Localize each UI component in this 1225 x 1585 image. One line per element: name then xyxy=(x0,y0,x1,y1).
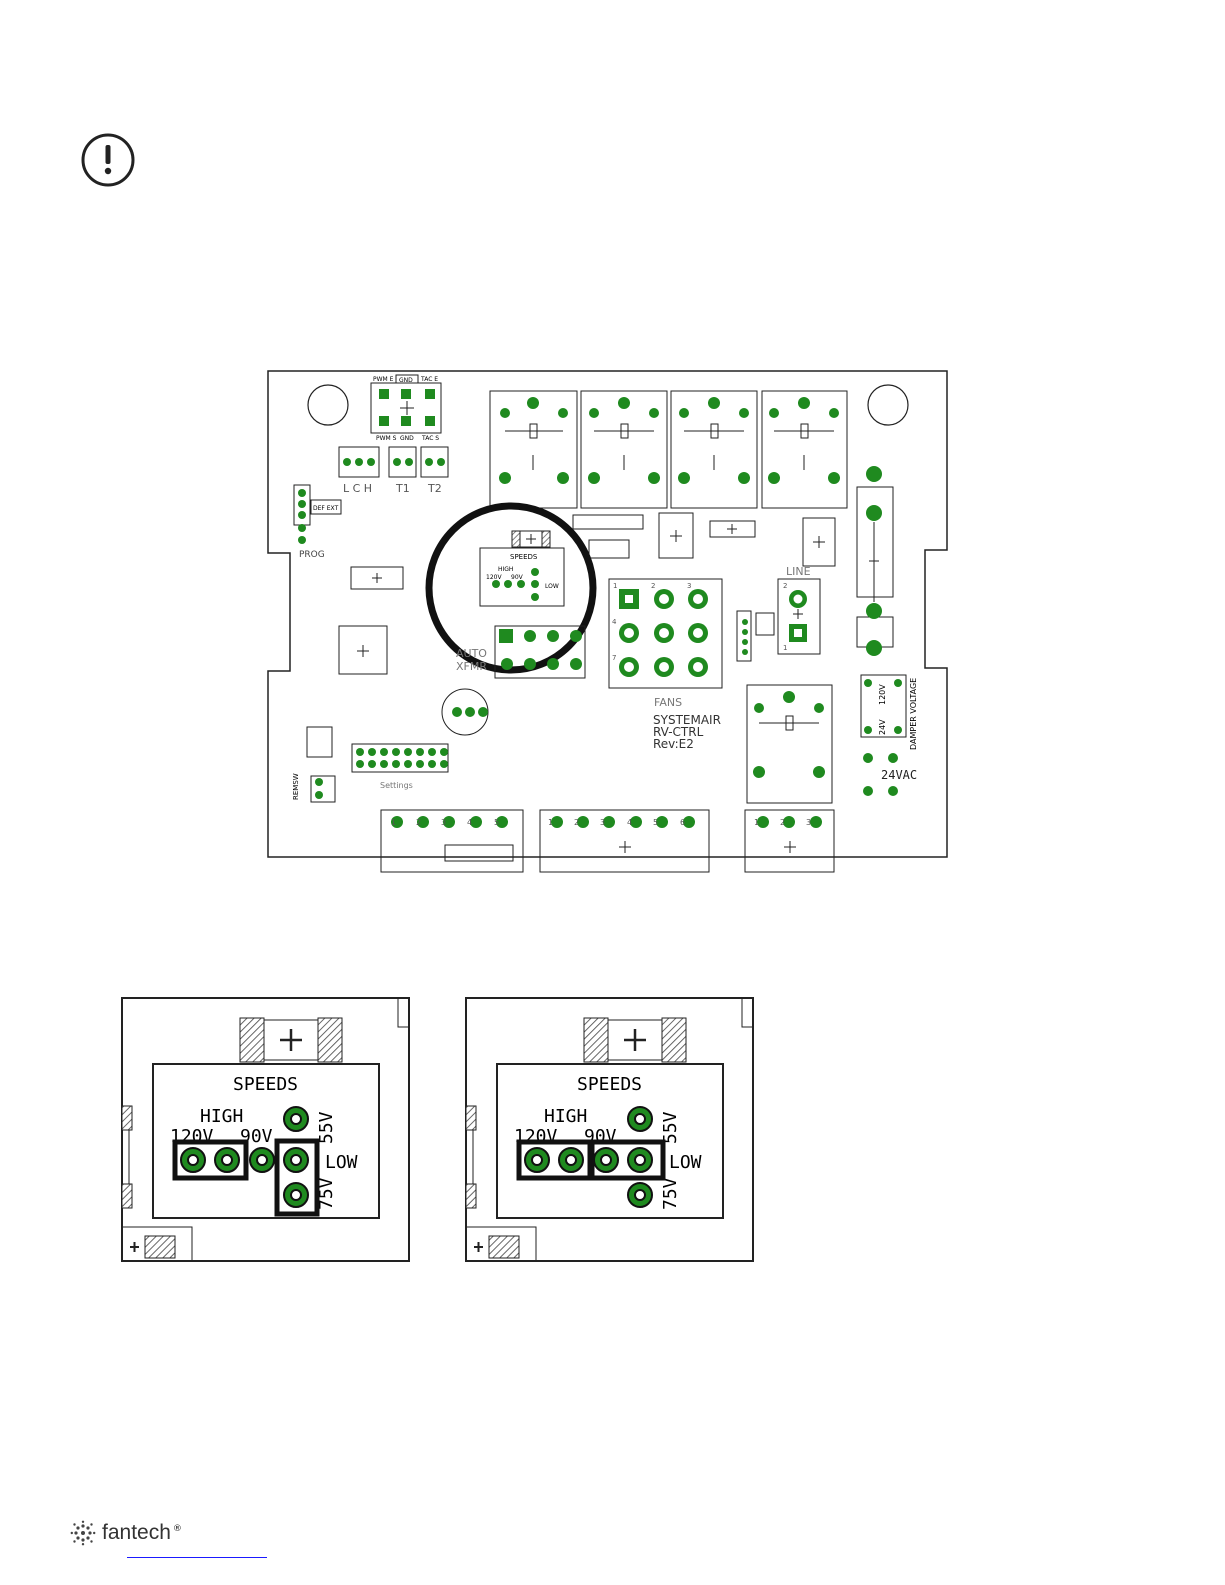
speeds-detail-left: SPEEDS HIGH 120V 90V LOW 55V 75V xyxy=(120,996,412,1264)
pin-number: 1 xyxy=(613,582,617,590)
highlight-ring xyxy=(429,506,593,670)
thermostat-terminals: L C H T1 T2 xyxy=(339,447,448,495)
vac-label: 24VAC xyxy=(881,768,917,782)
pin-number: 1 xyxy=(391,818,396,827)
pin-number: 3 xyxy=(600,818,605,827)
speeds-title: SPEEDS xyxy=(233,1074,298,1095)
connector-label: GND xyxy=(400,435,414,442)
low-label: LOW xyxy=(325,1152,358,1173)
t1-label: T1 xyxy=(395,482,410,495)
brand-name: fantech xyxy=(102,1521,171,1545)
damper-24v-label: 24V xyxy=(878,719,887,735)
v90-label: 90V xyxy=(511,574,524,581)
connector-label: TAC E xyxy=(420,376,438,383)
pin-number: 2 xyxy=(780,818,785,827)
relay-bank xyxy=(490,391,847,508)
pin-number: 2 xyxy=(783,582,787,590)
capacitor xyxy=(442,689,488,735)
exclamation-circle-icon xyxy=(79,132,137,190)
board-outline xyxy=(268,371,947,857)
pin-number: 3 xyxy=(806,818,811,827)
pin-number: 5 xyxy=(653,818,658,827)
pin-number: 7 xyxy=(612,654,616,662)
pin-number: 2 xyxy=(416,818,421,827)
v120-label: 120V xyxy=(486,574,502,581)
remsw-label: REMSW xyxy=(292,773,300,800)
pin-number: 4 xyxy=(627,818,632,827)
pin-number: 3 xyxy=(441,818,446,827)
high-label: HIGH xyxy=(200,1106,243,1127)
settings-label: Settings xyxy=(380,781,413,790)
pin-number: 1 xyxy=(783,644,787,652)
fantech-logo: fantech® xyxy=(70,1520,182,1546)
damper-120v-label: 120V xyxy=(878,684,887,705)
low-label: LOW xyxy=(669,1152,702,1173)
prog-label: PROG xyxy=(299,550,325,560)
line-connector: LINE 2 1 xyxy=(737,565,820,661)
v55-label: 55V xyxy=(660,1111,681,1144)
pin-number: 2 xyxy=(574,818,579,827)
connector-label: PWM S xyxy=(376,435,397,442)
remsw-terminal: REMSW xyxy=(292,773,335,802)
mount-hole xyxy=(868,385,908,425)
top-connector: PWM E GND TAC E PWM S GND TAC S xyxy=(371,375,441,442)
lch-label: L C H xyxy=(343,482,372,495)
high-label: HIGH xyxy=(544,1106,587,1127)
bottom-connector-a: 1 2 3 4 5 xyxy=(381,810,523,872)
def-ext-label: DEF EXT xyxy=(313,505,339,512)
pin-number: 4 xyxy=(467,818,472,827)
low-label: LOW xyxy=(545,583,559,590)
mount-hole xyxy=(308,385,348,425)
footer-link-line xyxy=(127,1557,267,1558)
speeds-block-board: SPEEDS HIGH 120V 90V LOW xyxy=(480,531,564,606)
model-line: Rev:E2 xyxy=(653,737,694,751)
bottom-connector-b: 1 2 3 4 5 6 xyxy=(540,810,709,872)
v75-label: 75V xyxy=(660,1177,681,1210)
pin-number: 4 xyxy=(612,618,617,626)
t2-label: T2 xyxy=(427,482,442,495)
xfmr-label: XFMR xyxy=(456,660,487,673)
connector-label: GND xyxy=(399,377,413,384)
pin-number: 5 xyxy=(494,818,499,827)
settings-header: Settings xyxy=(352,744,448,790)
prog-header: DEF EXT PROG xyxy=(294,485,341,560)
relay-damper xyxy=(747,685,832,803)
fans-connector: 1 2 3 4 7 FANS xyxy=(609,579,722,709)
control-board-diagram: PWM E GND TAC E PWM S GND TAC S L C H T1… xyxy=(260,360,960,880)
pin-number: 6 xyxy=(680,818,685,827)
pin-number: 1 xyxy=(548,818,553,827)
connector-label: TAC S xyxy=(421,435,439,442)
fans-label: FANS xyxy=(654,696,682,709)
speeds-detail-right: SPEEDS HIGH 120V 90V LOW 55V 75V xyxy=(464,996,756,1264)
brand-mark: ® xyxy=(173,1524,182,1534)
pin-number: 1 xyxy=(754,818,759,827)
speeds-title: SPEEDS xyxy=(577,1074,642,1095)
model-text: SYSTEMAIR RV-CTRL Rev:E2 xyxy=(653,713,721,751)
damper-voltage-jumper: 24V 120V DAMPER VOLTAGE 24VAC xyxy=(861,675,918,796)
connector-label: PWM E xyxy=(373,376,394,383)
damper-voltage-label: DAMPER VOLTAGE xyxy=(909,678,918,750)
pin-number: 2 xyxy=(651,582,655,590)
fuse-holder xyxy=(857,466,893,656)
auto-label: AUTO xyxy=(456,647,487,660)
fantech-logo-icon xyxy=(70,1520,96,1546)
speeds-label: SPEEDS xyxy=(510,553,538,561)
pin-number: 3 xyxy=(687,582,691,590)
line-label: LINE xyxy=(786,565,811,578)
bottom-connector-c: 1 2 3 xyxy=(745,810,834,872)
high-label: HIGH xyxy=(498,566,513,573)
